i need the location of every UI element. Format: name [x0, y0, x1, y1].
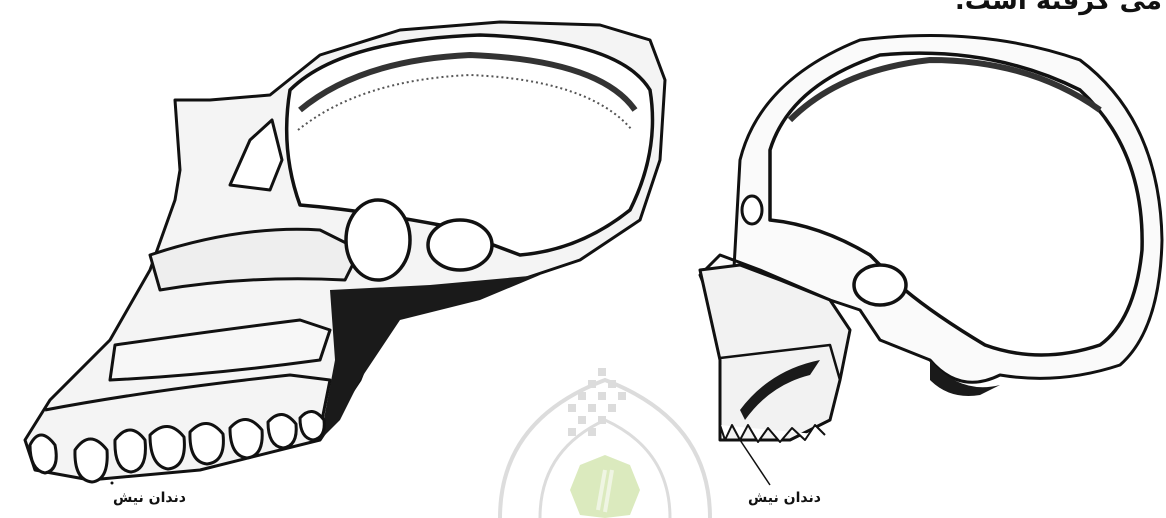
left-skull-drawing: [25, 22, 665, 482]
right-canine-label: دندان نیش: [748, 490, 821, 506]
watermark-logo: [500, 368, 710, 518]
right-skull-drawing: [700, 36, 1162, 486]
left-canine-label: دندان نیش: [113, 490, 186, 506]
